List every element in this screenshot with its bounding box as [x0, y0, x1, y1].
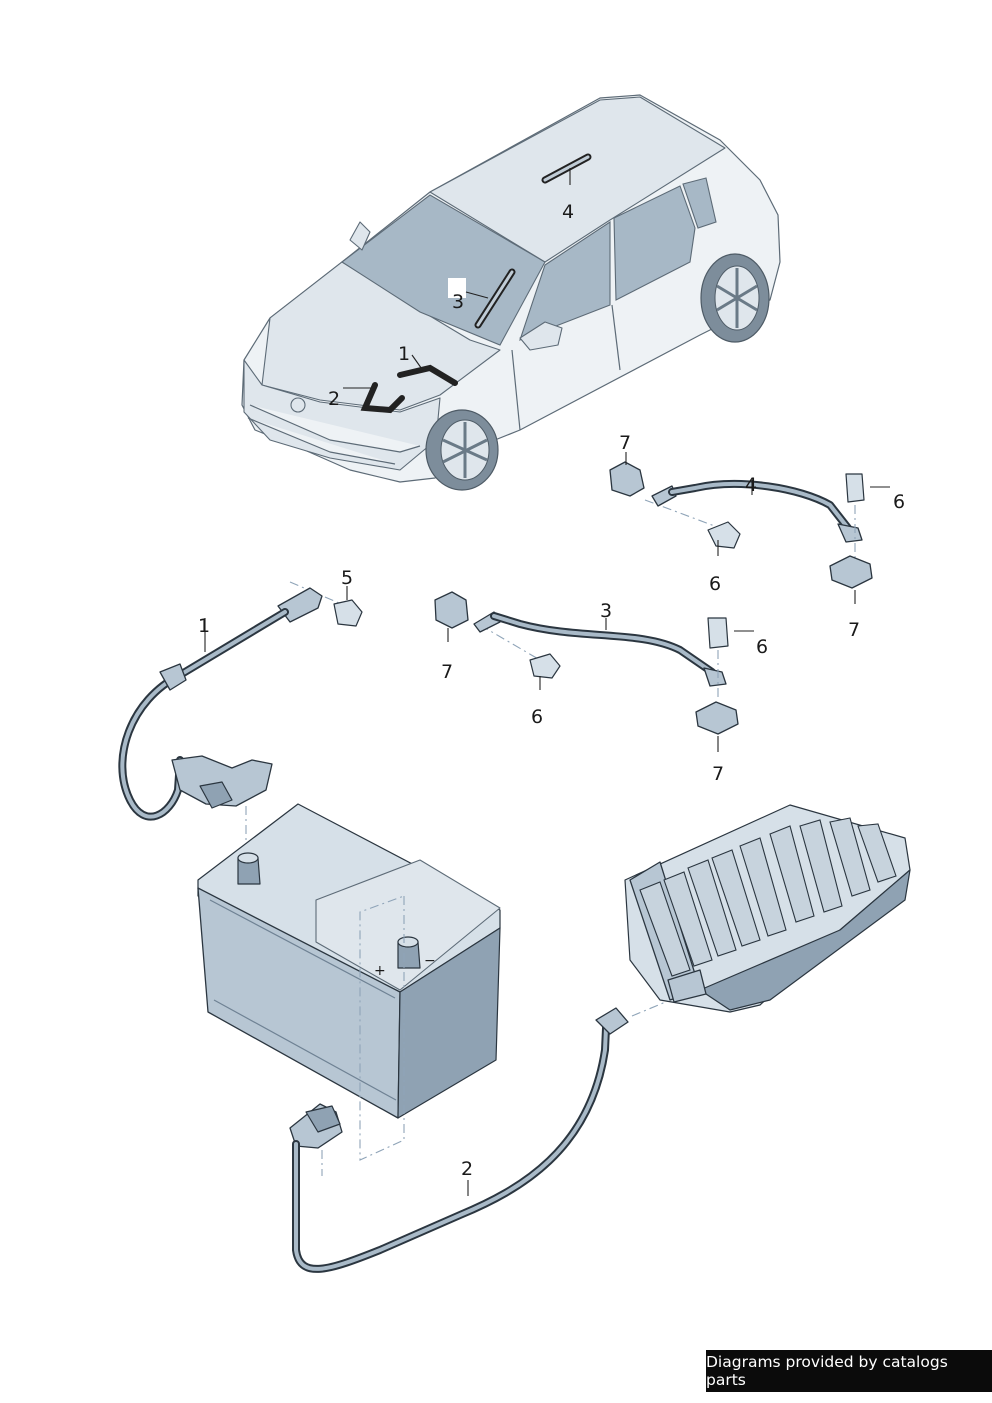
- battery-minus-symbol: −: [424, 953, 436, 969]
- callout-4: 4: [745, 474, 757, 496]
- battery: + −: [197, 803, 501, 1161]
- callout-6-c: 6: [531, 706, 543, 728]
- cable-2: 2: [289, 995, 681, 1273]
- callout-car-4: 4: [562, 201, 574, 223]
- callout-7-b: 7: [848, 619, 860, 641]
- callout-car-3: 3: [452, 291, 464, 313]
- cable-3: 7 3 6 6 7: [434, 591, 768, 785]
- callout-6-a: 6: [709, 573, 721, 595]
- fuse-box: [624, 804, 911, 1013]
- callout-3: 3: [600, 600, 612, 622]
- callout-6-b: 6: [893, 491, 905, 513]
- callout-car-1: 1: [398, 343, 410, 365]
- callout-5: 5: [341, 567, 353, 589]
- callout-1: 1: [198, 615, 210, 637]
- callout-7-d: 7: [712, 763, 724, 785]
- car-illustration: [241, 94, 781, 491]
- cable-4: 7 4 6 6 7: [609, 432, 905, 641]
- callout-2: 2: [461, 1158, 473, 1180]
- battery-plus-symbol: +: [374, 963, 386, 979]
- footer-credit: Diagrams provided by catalogs parts: [706, 1350, 992, 1392]
- callout-7-a: 7: [619, 432, 631, 454]
- cable-1: 5 1: [118, 567, 363, 860]
- callout-6-d: 6: [756, 636, 768, 658]
- callout-car-2: 2: [328, 388, 340, 410]
- car-callouts: 1 2 3 4: [328, 168, 574, 410]
- callout-7-c: 7: [441, 661, 453, 683]
